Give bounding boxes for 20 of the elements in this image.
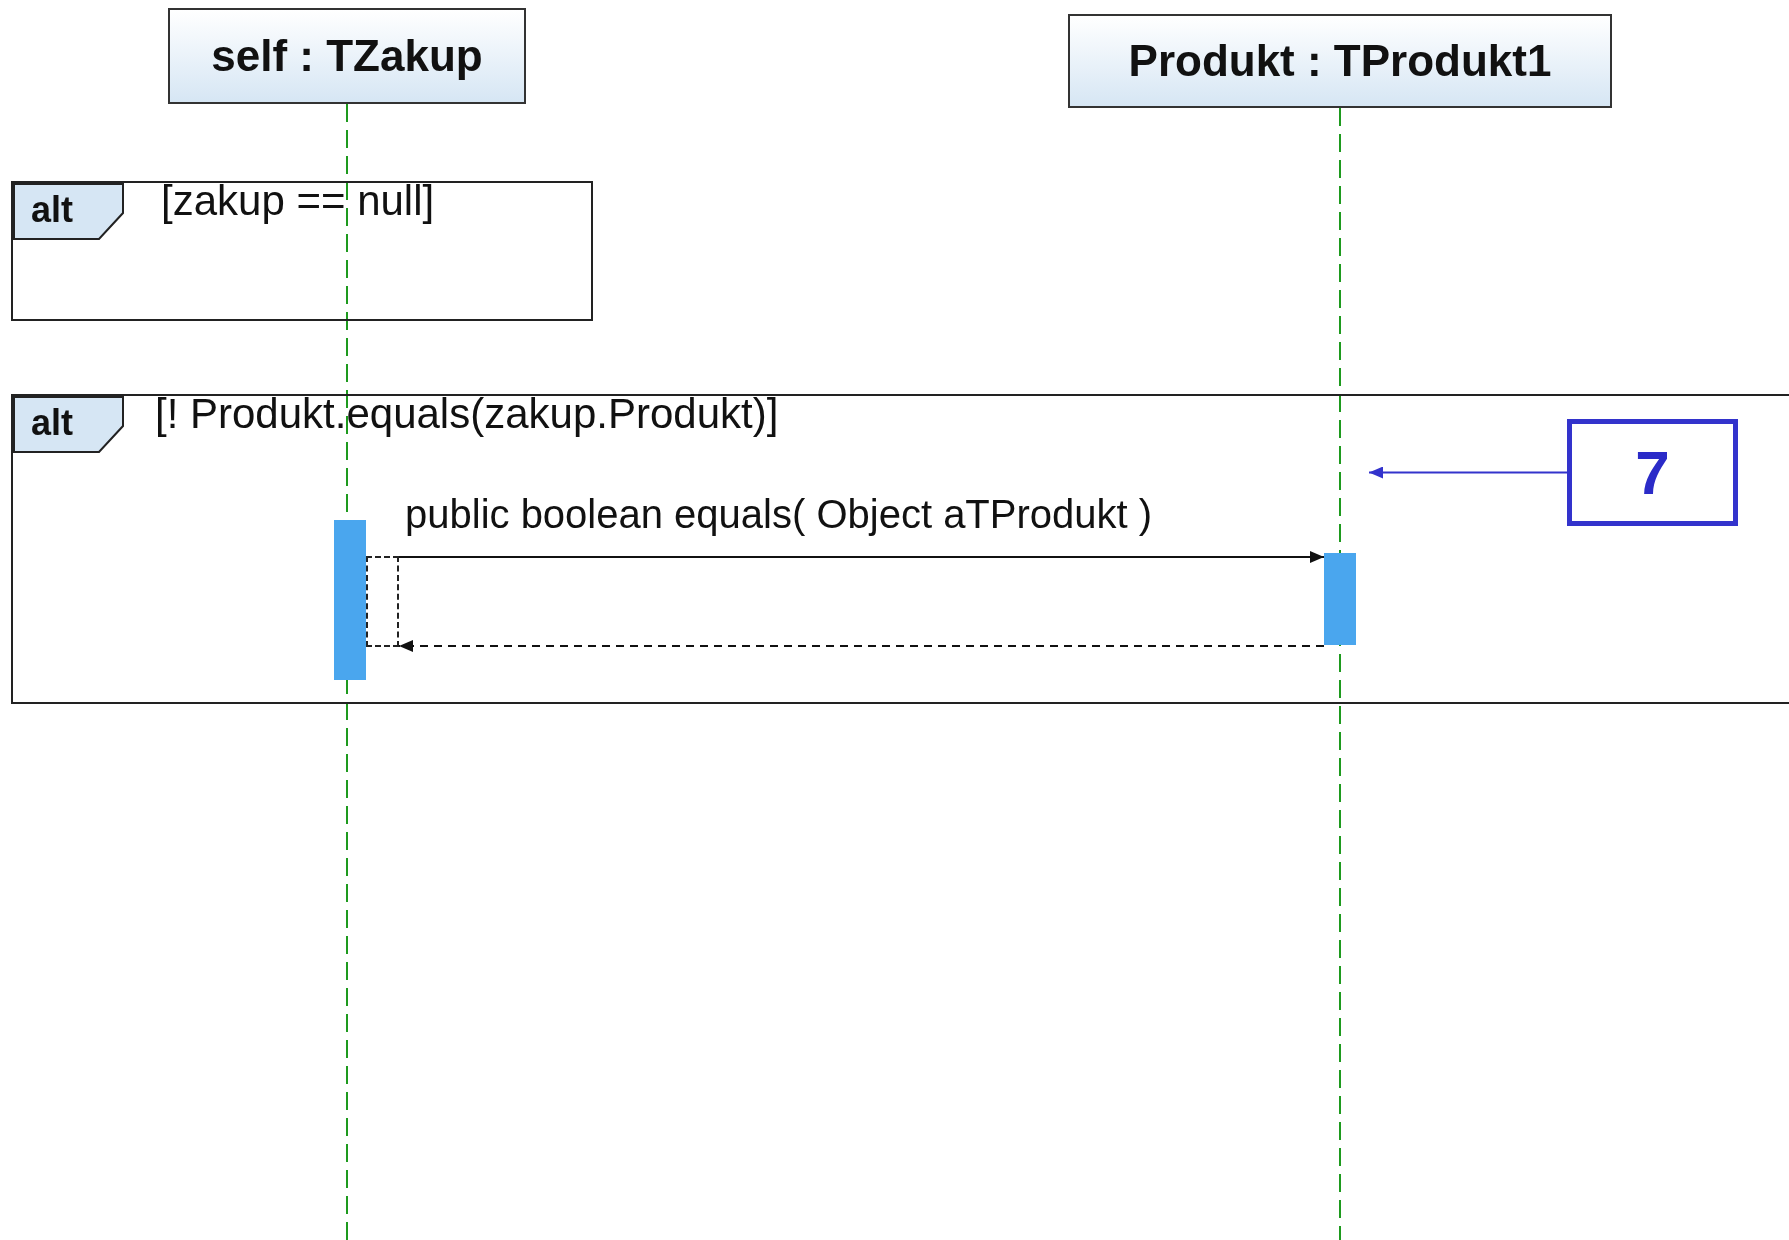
callout-box [1567,419,1738,526]
message-arrow [398,551,1325,563]
lifeline [1339,107,1341,1240]
fragment-operator-tab: alt [13,183,124,240]
guard-condition: [! Produkt.equals(zakup.Produkt)] [155,390,779,438]
arrow [1368,466,1568,479]
message-arrow [398,640,1325,652]
activation-bar [334,520,366,680]
nested-activation-outline [366,556,399,647]
lifeline-head-box [168,8,526,104]
fragment-operator-tab: alt [13,396,124,453]
edge-label: public boolean equals( Object aTProdukt ) [405,492,1153,537]
activation-bar [1324,553,1356,645]
lifeline-head-box [1068,14,1612,108]
object-name: self : TZakup [211,31,483,81]
guard-condition: [zakup == null] [161,177,435,225]
callout-number: 7 [1635,437,1670,508]
fragment-frame [11,394,1789,704]
object-name: Produkt : TProdukt1 [1128,36,1552,86]
fragment-frame [11,181,593,321]
